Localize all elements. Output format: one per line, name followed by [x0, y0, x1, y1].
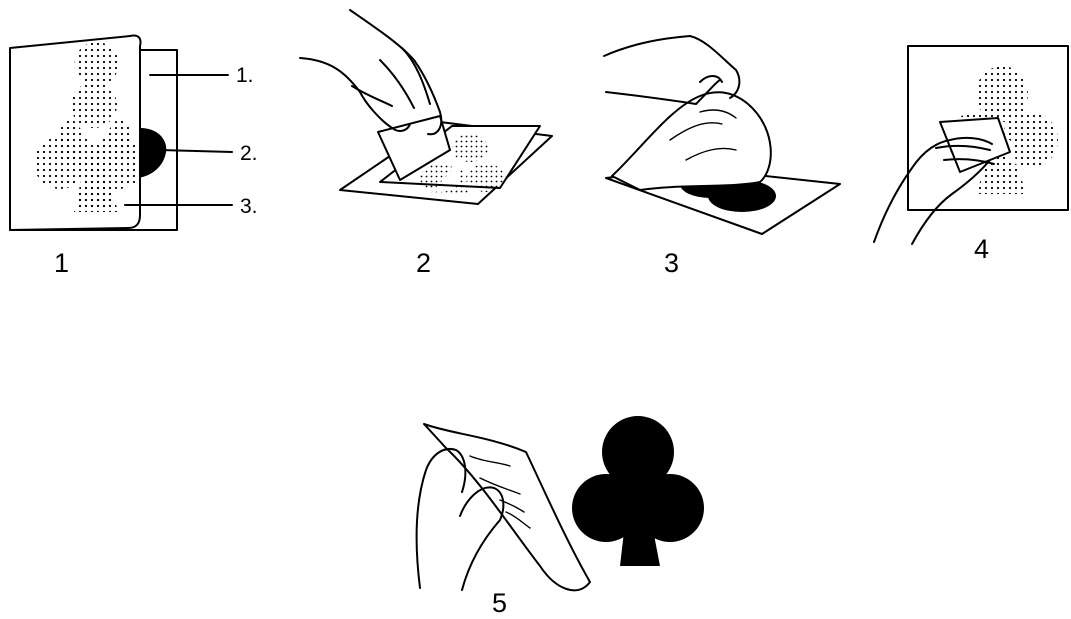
hand-back — [350, 10, 441, 134]
step-number-3: 3 — [664, 248, 679, 278]
step-3-panel: 3 — [604, 36, 840, 278]
step-5-panel: 5 — [417, 416, 704, 618]
step-number-2: 2 — [416, 248, 431, 278]
club-icon — [572, 416, 704, 566]
club-top-lobe — [71, 82, 117, 128]
hand-outline — [604, 36, 739, 98]
peeled-sheet — [612, 92, 771, 190]
callout-label-2: 2. — [240, 142, 258, 165]
callout-label-1: 1. — [236, 64, 254, 87]
step-number-4: 4 — [974, 234, 989, 264]
club-left-lobe — [34, 137, 86, 189]
step-2-panel: 2 — [300, 10, 552, 278]
callout-label-3: 3. — [240, 195, 258, 218]
step-number-5: 5 — [492, 588, 507, 618]
hand-outline — [417, 449, 466, 588]
hand-outline — [300, 58, 410, 131]
step-number-1: 1 — [54, 248, 69, 278]
step-4-panel: 4 — [874, 46, 1068, 264]
step-1-panel: 1. 2. 3. 1 — [10, 35, 258, 278]
